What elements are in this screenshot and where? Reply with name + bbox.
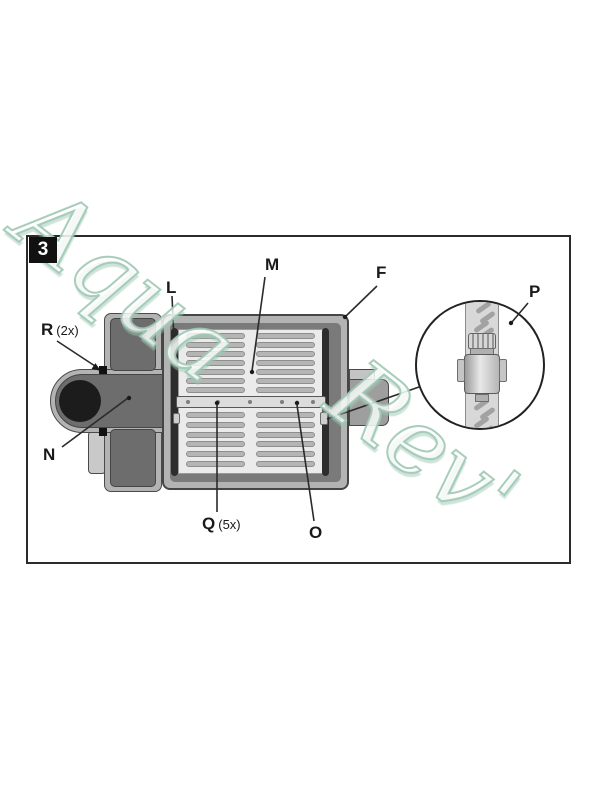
label-M: M bbox=[265, 255, 280, 274]
figure-number-badge: 3 bbox=[29, 237, 57, 263]
clamp-detail-inset bbox=[415, 300, 545, 430]
seal-bar-left bbox=[171, 328, 178, 476]
grille-slot bbox=[186, 387, 245, 393]
grille-slot bbox=[186, 451, 245, 458]
clamp-nub bbox=[475, 394, 489, 402]
figure-number: 3 bbox=[37, 239, 49, 260]
grille-slot bbox=[256, 351, 315, 357]
grille-slot bbox=[186, 431, 245, 438]
label-R: R(2x) bbox=[41, 320, 79, 339]
clip-r-top bbox=[99, 366, 107, 374]
outlet-block bbox=[349, 379, 389, 426]
grille-slot bbox=[256, 441, 315, 448]
grille-slot bbox=[256, 387, 315, 393]
grille-slot bbox=[186, 441, 245, 448]
label-F: F bbox=[376, 263, 387, 282]
retainer-screw bbox=[280, 400, 284, 404]
pump-block-bottom bbox=[110, 429, 156, 487]
grille-slot bbox=[186, 342, 245, 348]
grille-slot bbox=[256, 461, 315, 467]
grille-slot bbox=[256, 451, 315, 458]
inlet-opening bbox=[59, 380, 101, 422]
label-N: N bbox=[43, 445, 56, 464]
grille-slot bbox=[186, 412, 245, 418]
grille-slot bbox=[256, 378, 315, 384]
pump-block-top bbox=[110, 318, 156, 371]
grille-slot bbox=[186, 360, 245, 366]
clamp-screw-housing bbox=[464, 354, 500, 394]
clip-r-bottom bbox=[99, 428, 107, 436]
grille-slot bbox=[256, 412, 315, 418]
grille-slot bbox=[256, 333, 315, 339]
grille-slot bbox=[256, 421, 315, 428]
clamp-tab-right bbox=[499, 359, 507, 382]
grille-slot bbox=[186, 378, 245, 384]
retainer-screw bbox=[248, 400, 252, 404]
mid-clip-right bbox=[320, 412, 328, 425]
retainer-screw bbox=[186, 400, 190, 404]
grille-slot bbox=[186, 369, 245, 375]
retainer-screw bbox=[216, 400, 220, 404]
grille-slot bbox=[186, 333, 245, 339]
figure-frame bbox=[26, 235, 571, 564]
grille-slot bbox=[186, 421, 245, 428]
label-P: P bbox=[529, 282, 541, 301]
clamp-screw-head bbox=[468, 333, 496, 349]
grille-slot bbox=[256, 360, 315, 366]
label-O: O bbox=[309, 523, 323, 542]
label-L: L bbox=[166, 278, 177, 297]
grille-slot bbox=[256, 369, 315, 375]
grille-slot bbox=[186, 351, 245, 357]
retainer-screw bbox=[311, 400, 315, 404]
mid-clip-left bbox=[173, 413, 180, 424]
clamp-tab-left bbox=[457, 359, 465, 382]
grille-slot bbox=[256, 431, 315, 438]
label-Q: Q(5x) bbox=[202, 514, 241, 533]
grille-slot bbox=[186, 461, 245, 467]
grille-slot bbox=[256, 342, 315, 348]
